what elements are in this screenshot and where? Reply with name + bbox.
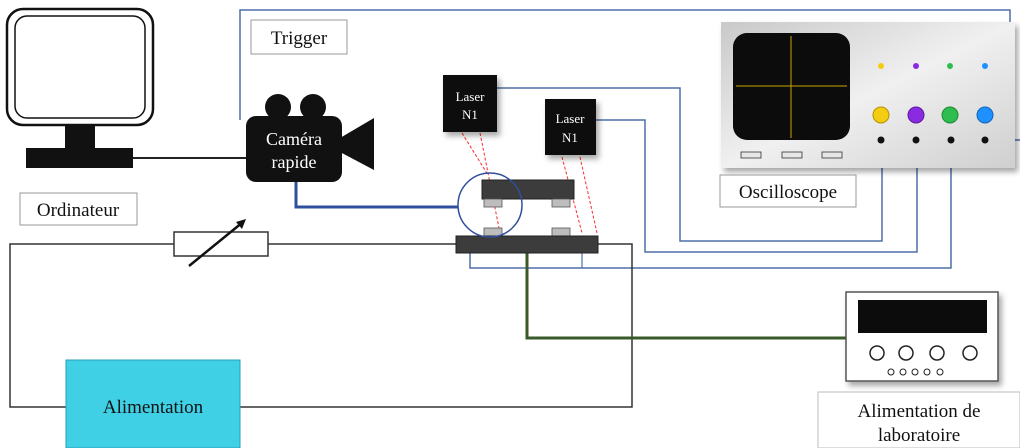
channel-1-knob: [872, 106, 890, 124]
channel-4-knob: [976, 106, 994, 124]
laser2-label-line2: N1: [562, 130, 578, 145]
oscilloscope-label-box: Oscilloscope: [719, 174, 857, 208]
ordinateur-label: Ordinateur: [37, 200, 120, 221]
alimentation-label: Alimentation: [103, 397, 204, 418]
oscilloscope-label: Oscilloscope: [739, 182, 837, 203]
ordinateur-label-box: Ordinateur: [19, 192, 138, 226]
variable-resistor-icon: [173, 219, 269, 267]
lab-supply-label-box: Alimentation de laboratoire: [817, 391, 1020, 448]
lab-supply-wire: [525, 253, 846, 340]
channel-2-knob: [907, 106, 925, 124]
camera-data-wire: [294, 180, 458, 209]
lab-power-supply-icon: [845, 291, 999, 382]
plate-to-return-wire: [240, 243, 633, 408]
trigger-label-box: Trigger: [250, 19, 348, 55]
lab-supply-label-line1: Alimentation de: [858, 401, 981, 422]
sample-assembly: [455, 172, 599, 254]
oscilloscope-icon: [721, 22, 1015, 168]
video-camera-icon: Caméra rapide: [246, 94, 374, 182]
laser1-label-line2: N1: [462, 107, 478, 122]
camera-label-line1: Caméra: [266, 129, 322, 149]
plate-signal-wire: [469, 140, 952, 269]
laser2-label-line1: Laser: [556, 111, 586, 126]
laser-icon: [545, 99, 596, 155]
laser1-label-line1: Laser: [456, 89, 486, 104]
camera-field-of-view-circle: [457, 172, 523, 238]
trigger-label: Trigger: [271, 28, 328, 49]
lab-supply-label-line2: laboratoire: [878, 425, 960, 446]
laser1-signal-wire: [497, 87, 883, 242]
camera-label-line2: rapide: [272, 152, 317, 172]
channel-3-knob: [941, 106, 959, 124]
alimentation-box: Alimentation: [65, 359, 241, 448]
monitor-icon: [5, 7, 155, 168]
laser-icon: [443, 75, 497, 132]
main-circuit-wire: [9, 243, 174, 408]
laser2-signal-wire: [596, 119, 918, 253]
